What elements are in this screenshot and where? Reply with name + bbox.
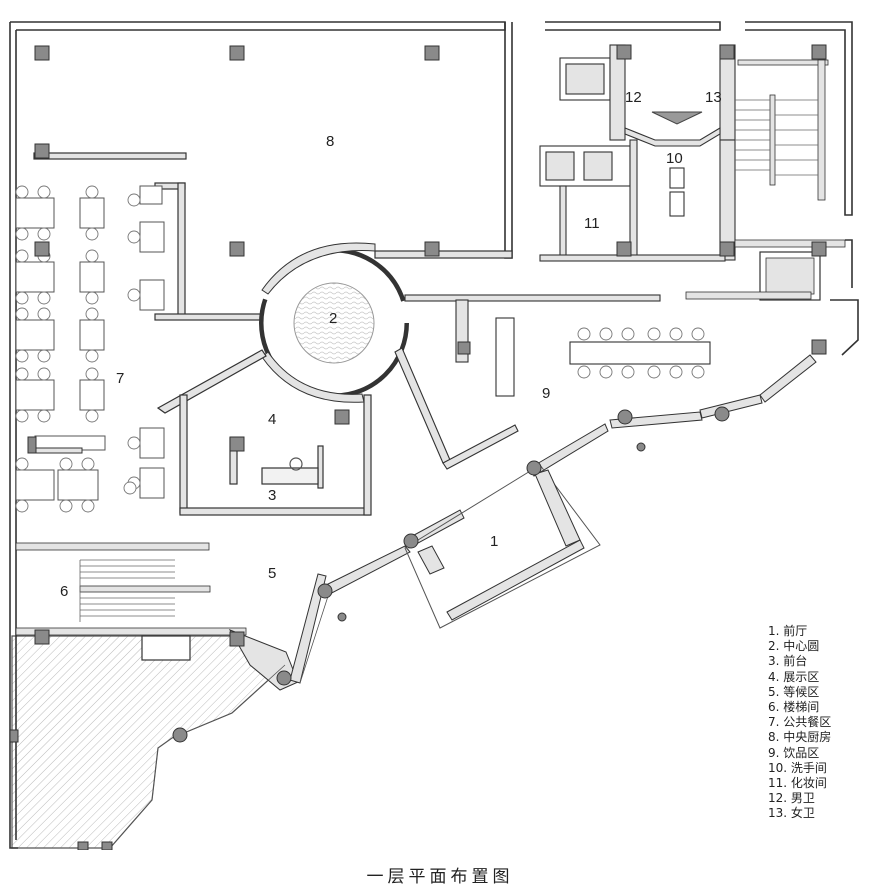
room-label-4: 4	[268, 411, 276, 428]
dining-furniture	[15, 185, 165, 501]
room-label-12: 12	[625, 89, 642, 106]
divider-arrow	[651, 111, 703, 125]
plan-title: 一层平面布置图	[366, 867, 514, 887]
legend-item: 3. 前台	[768, 654, 808, 669]
glass-wall-lines	[109, 589, 331, 849]
legend-item: 5. 等候区	[768, 684, 820, 699]
legend-item: 10. 洗手间	[768, 760, 827, 775]
outer-walls	[9, 21, 859, 849]
front-glass-wall	[228, 354, 817, 691]
stair-6	[15, 542, 247, 661]
room-label-11: 11	[584, 215, 600, 232]
room-labels: 1 2 3 4 5 6 7 8 9 10 11 12 13	[60, 89, 722, 600]
room-label-9: 9	[542, 385, 550, 402]
room-label-13: 13	[705, 89, 722, 106]
reception-1	[404, 464, 601, 629]
room-label-8: 8	[326, 133, 334, 150]
legend-item: 8. 中央厨房	[768, 730, 832, 745]
legend-item: 2. 中心圆	[768, 639, 820, 654]
room-label-6: 6	[60, 583, 68, 600]
legend-item: 11. 化妆间	[768, 776, 827, 791]
floor-plan: 1 2 3 4 5 6 7 8 9 10 11 12 13	[9, 21, 859, 850]
drinks-chairs	[577, 327, 705, 379]
drinks-area-9	[394, 294, 711, 470]
room-label-5: 5	[268, 565, 276, 582]
legend-item: 7. 公共餐区	[768, 715, 832, 730]
counter	[27, 436, 37, 454]
stair-right	[685, 59, 846, 301]
dining-chairs	[15, 185, 141, 513]
room-label-3: 3	[268, 487, 276, 504]
terrace-hatched-area	[11, 635, 287, 849]
central-circle	[259, 242, 409, 403]
display-walls	[156, 349, 372, 516]
round-columns	[172, 406, 730, 743]
legend-item: 4. 展示区	[768, 669, 820, 684]
legend-item: 12. 男卫	[768, 791, 815, 806]
legend: 1. 前厅 2. 中心圆 3. 前台 4. 展示区 5. 等候区 6. 楼梯间 …	[768, 624, 831, 822]
stair-treads	[80, 559, 175, 617]
room-label-7: 7	[116, 370, 124, 387]
legend-item: 1. 前厅	[768, 624, 808, 638]
restroom-walls	[539, 44, 736, 262]
room-label-1: 1	[490, 533, 498, 550]
legend-item: 13. 女卫	[768, 806, 815, 821]
room-label-10: 10	[666, 150, 683, 167]
legend-item: 9. 饮品区	[768, 745, 820, 760]
legend-item: 6. 楼梯间	[768, 700, 820, 715]
structural-columns	[9, 44, 827, 850]
room-label-2: 2	[329, 310, 337, 327]
